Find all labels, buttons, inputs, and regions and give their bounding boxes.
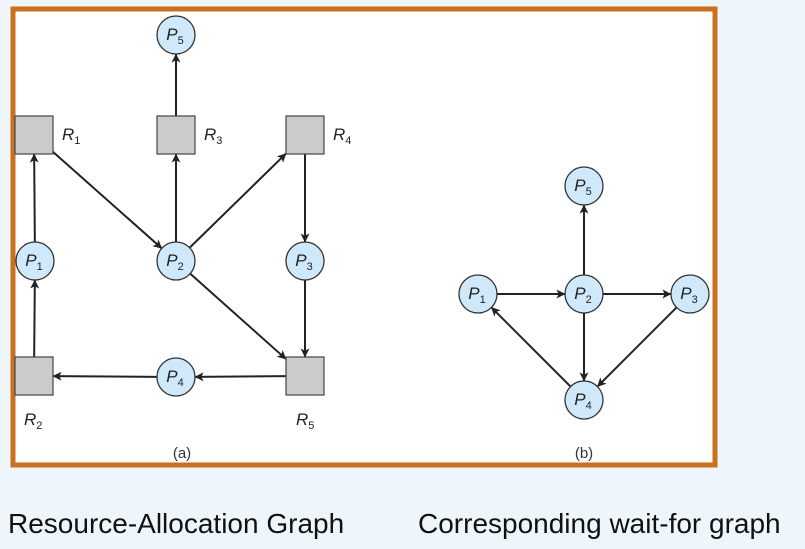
graph-a-edge-r5-to-p4: [194, 372, 287, 382]
caption-resource-allocation-graph: Resource-Allocation Graph: [8, 508, 345, 539]
graph-a-edge-p1-to-r1: [29, 153, 39, 243]
graph-b-process-p2: P2: [564, 274, 604, 314]
caption-wait-for-graph: Corresponding wait-for graph: [418, 508, 781, 539]
graph-a-edge-p2-to-r5: [189, 272, 287, 360]
graph-b-edge-p3-to-p4: [596, 306, 678, 388]
resource-box: [14, 356, 54, 396]
resource-box: [156, 115, 196, 155]
graph-b-edges: [490, 204, 678, 388]
graph-a-edge-p2-to-r4: [188, 152, 287, 249]
graph-b-process-p1: P1: [458, 274, 498, 314]
graph-b-process-p3: P3: [670, 274, 710, 314]
process-circle: [156, 357, 196, 397]
graph-a-edge-r1-to-p2: [52, 151, 163, 250]
process-circle: [15, 241, 55, 281]
graph-b-process-p5: P5: [564, 166, 604, 206]
process-circle: [156, 241, 196, 281]
graph-b-edge-p4-to-p1: [490, 306, 572, 388]
graph-a-resource-r1: R1: [14, 115, 80, 155]
graph-a-resource-r2: R2: [14, 356, 54, 432]
figure-frame: [10, 6, 718, 468]
graph-a-process-p1: P1: [15, 241, 55, 281]
graph-b-process-p4: P4: [564, 380, 604, 420]
graph-a-edge-p4-to-r2: [52, 371, 158, 381]
graph-a-sublabel: (a): [173, 445, 191, 462]
process-circle: [285, 241, 325, 281]
resource-box: [285, 356, 325, 396]
resource-box: [285, 115, 325, 155]
graph-a-edge-r2-to-p1: [30, 279, 40, 358]
process-circle: [458, 274, 498, 314]
graph-a-process-p5: P5: [156, 15, 196, 55]
graph-a-edges: [29, 53, 310, 382]
process-circle: [564, 380, 604, 420]
process-circle: [564, 166, 604, 206]
process-circle: [156, 15, 196, 55]
resource-box: [14, 115, 54, 155]
process-circle: [670, 274, 710, 314]
graph-a-process-p2: P2: [156, 241, 196, 281]
graph-a-process-p3: P3: [285, 241, 325, 281]
process-circle: [564, 274, 604, 314]
graph-a-process-p4: P4: [156, 357, 196, 397]
graph-b-sublabel: (b): [575, 445, 593, 462]
